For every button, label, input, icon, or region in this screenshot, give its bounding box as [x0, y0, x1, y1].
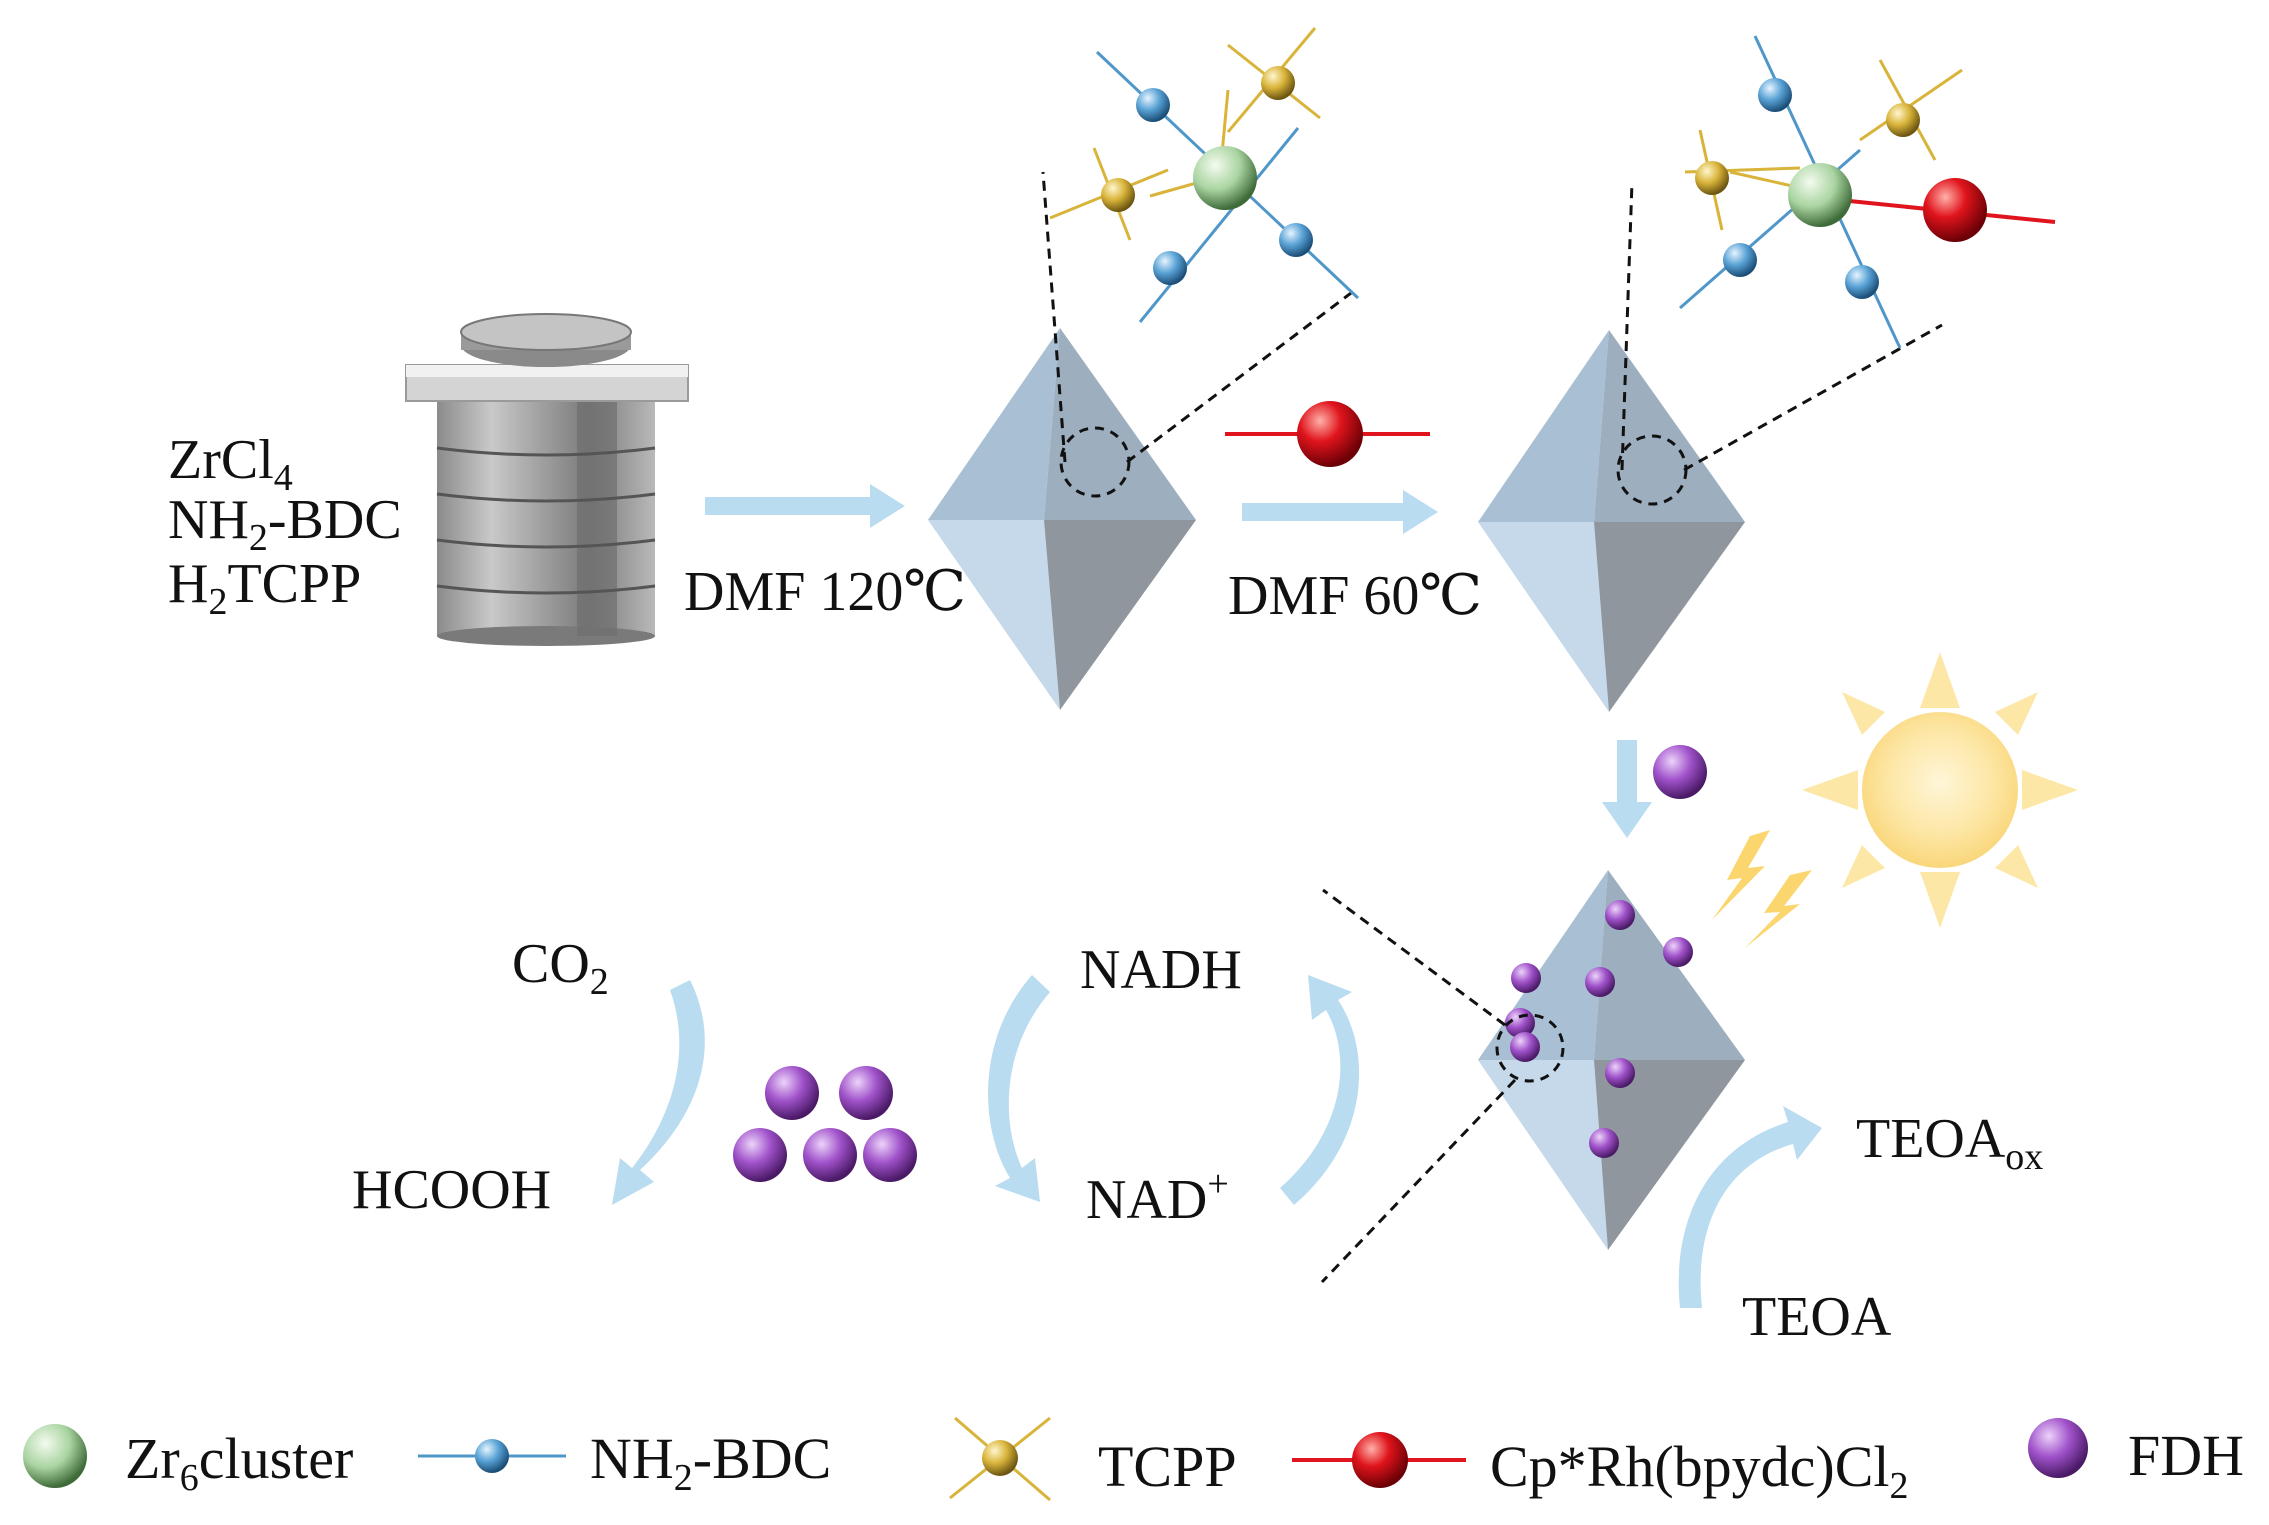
arrow-step2: [1242, 490, 1438, 534]
legend-rh-icon: [1292, 1432, 1466, 1488]
step2-label: DMF 60℃: [1228, 565, 1482, 627]
mof-node-2: [1679, 35, 2056, 349]
step1-label: DMF 120℃: [684, 561, 966, 623]
legend-rh-label: Cp*Rh(bpydc)Cl2: [1490, 1434, 1909, 1507]
mof-octahedron-2: [1478, 330, 1745, 712]
legend-tcpp-label: TCPP: [1098, 1434, 1237, 1499]
rh-linker-reagent: [1225, 401, 1430, 467]
legend-nh2bdc-label: NH2-BDC: [590, 1426, 831, 1499]
arrow-co2-to-hcooh: [612, 980, 705, 1205]
lightning-icon: [1712, 830, 1812, 948]
legend: Zr6cluster NH2-BDC TCPP Cp*Rh(bpydc)Cl2 …: [23, 1416, 2244, 1507]
teoa-ox-label: TEOAox: [1856, 1108, 2043, 1178]
zoom-circle-3: [1495, 1013, 1565, 1083]
teoa-label: TEOA: [1742, 1286, 1892, 1348]
arrow-nad-to-nadh: [1280, 975, 1360, 1205]
zoom-line-1a: [1041, 171, 1067, 463]
hcooh-label: HCOOH: [352, 1159, 551, 1221]
mof-octahedron-1: [928, 328, 1196, 710]
arrow-teoa: [1678, 1106, 1822, 1308]
autoclave-icon: [405, 313, 689, 646]
legend-tcpp-icon: [949, 1416, 1051, 1502]
co2-label: CO2: [512, 933, 609, 1003]
nadh-label: NADH: [1080, 939, 1242, 1001]
arrow-down: [1602, 740, 1652, 838]
reagent-nh2-bdc: NH2-BDC: [168, 489, 402, 559]
mof-node-1: [1049, 27, 1360, 323]
zoom-line-3b: [1320, 1078, 1517, 1284]
fdh-loaded-particles: [1505, 900, 1693, 1158]
fdh-cluster: [733, 1066, 917, 1182]
arrow-step1: [705, 484, 905, 528]
legend-fdh-label: FDH: [2128, 1423, 2244, 1488]
sun-icon: [1802, 652, 2078, 928]
nad-label: NAD+: [1086, 1163, 1229, 1231]
legend-zr6-icon: [23, 1424, 87, 1488]
zoom-line-3a: [1322, 888, 1506, 1027]
zoom-line-2a: [1620, 181, 1634, 471]
zoom-line-2b: [1683, 323, 1943, 472]
legend-nh2bdc-icon: [418, 1439, 566, 1473]
fdh-reagent: [1653, 745, 1707, 799]
legend-fdh-icon: [2028, 1418, 2088, 1478]
reagent-zrcl4: ZrCl4: [168, 429, 293, 499]
zoom-line-1b: [1126, 288, 1356, 464]
arrow-nadh-to-nad: [988, 975, 1050, 1202]
legend-zr6-label: Zr6cluster: [125, 1426, 353, 1499]
reagent-h2tcpp: H2TCPP: [168, 553, 361, 623]
